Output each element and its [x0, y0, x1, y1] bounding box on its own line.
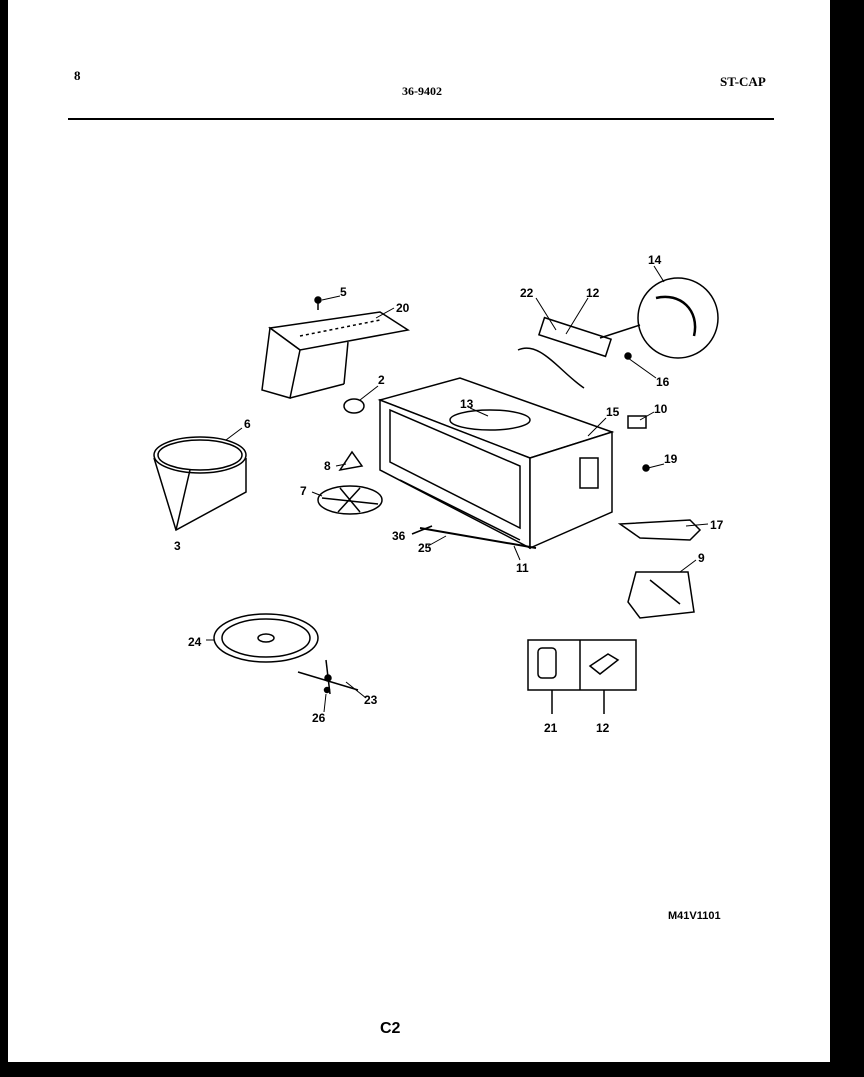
part-11-oven-cavity	[377, 377, 615, 550]
callout-19: 19	[664, 452, 678, 466]
callout-21: 21	[544, 721, 558, 735]
callout-11: 11	[516, 561, 529, 575]
scan-border	[0, 0, 8, 1077]
header-left-page-number: 8	[74, 68, 81, 83]
callout-16: 16	[656, 375, 670, 389]
part-2-lamp	[343, 398, 365, 414]
callout-9: 9	[698, 551, 705, 565]
callout-5: 5	[340, 285, 347, 299]
part-5-screw	[314, 296, 322, 310]
part-13-stirrer	[449, 409, 531, 431]
callout-20: 20	[396, 301, 410, 315]
callout-17: 17	[710, 518, 724, 532]
part-9-duct	[627, 571, 695, 619]
header-rule	[68, 118, 774, 120]
callout-36: 36	[392, 529, 406, 543]
part-24-turntable	[213, 613, 319, 663]
callout-23: 23	[364, 693, 378, 707]
callout-12-kit: 12	[596, 721, 610, 735]
callout-25: 25	[418, 541, 432, 555]
callout-13: 13	[460, 397, 474, 411]
part-7-fan	[317, 485, 383, 515]
callout-10: 10	[654, 402, 668, 416]
callout-7: 7	[300, 484, 307, 498]
part-10-clip	[627, 415, 647, 429]
page-code: C2	[380, 1020, 401, 1037]
model-code: M41V1101	[668, 910, 721, 922]
part-14-detail-circle	[599, 277, 719, 359]
part-36-screw	[411, 525, 433, 535]
callout-3: 3	[174, 539, 181, 553]
part-6-filter	[153, 436, 247, 532]
part-8-bracket	[338, 450, 364, 472]
callout-15: 15	[606, 405, 620, 419]
parts-kit-box	[527, 639, 637, 714]
callout-12: 12	[586, 286, 600, 300]
callout-24: 24	[188, 635, 202, 649]
callout-8: 8	[324, 459, 331, 473]
part-26-coupler	[323, 686, 331, 694]
header-center-code: 36-9402	[402, 84, 442, 98]
callout-26: 26	[312, 711, 326, 725]
part-17-plate	[617, 519, 702, 541]
callout-6: 6	[244, 417, 251, 431]
part-20-top-bracket	[261, 311, 410, 399]
callout-22: 22	[520, 286, 534, 300]
header-right-code: ST-CAP	[720, 74, 766, 89]
callout-14: 14	[648, 253, 662, 267]
callout-2: 2	[378, 373, 385, 387]
part-22-switch-assembly	[517, 316, 632, 389]
